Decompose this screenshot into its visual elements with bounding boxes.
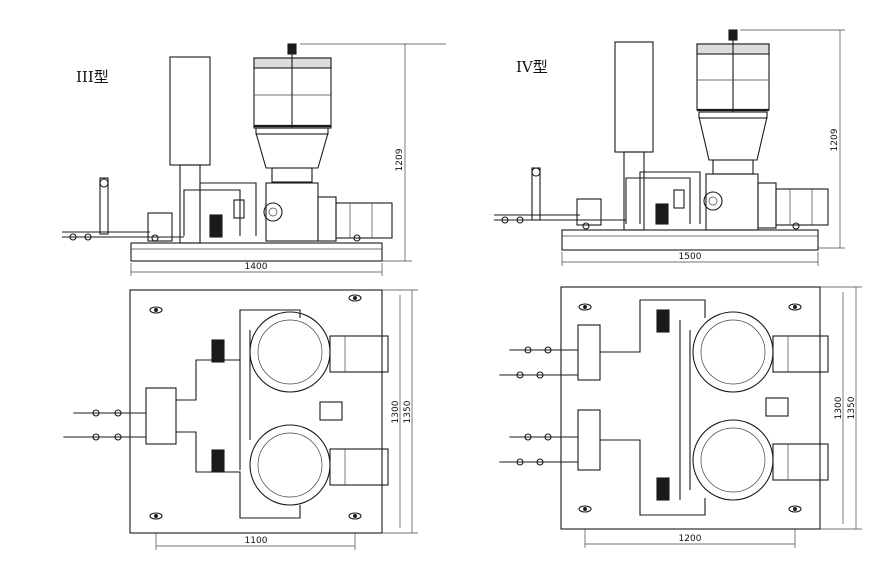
type4-plan-inner-dimension: 1300 (834, 396, 844, 419)
type3-gauge-post (99, 177, 109, 235)
type3-cabinet-stand (179, 164, 201, 244)
type4-title: IV型 (516, 58, 548, 76)
type3-pump-body (265, 182, 319, 242)
type4-motor (775, 188, 829, 226)
type4-elevation-view: IV型 (484, 29, 845, 266)
type4-lower-pump-top (692, 419, 774, 501)
type4-valve (655, 203, 669, 225)
type3-terminal-box (147, 212, 173, 242)
type3-valve (209, 214, 223, 238)
type4-outlet-nozzle (484, 213, 494, 223)
type3-lower-motor (329, 448, 389, 486)
type3-control-cabinet (169, 56, 211, 166)
type4-control-cabinet (614, 41, 654, 153)
type4-base-plate (561, 229, 819, 251)
type4-reservoir-funnel (698, 116, 768, 161)
type3-plan-width-dimension: 1100 (245, 536, 268, 546)
type4-outlet-nozzle-2 (488, 371, 500, 380)
type4-outlet-nozzle-4 (488, 458, 500, 467)
type4-terminal-box (576, 198, 602, 226)
type3-height-dimension: 1209 (395, 148, 405, 171)
type4-outlet-nozzle-3 (498, 433, 510, 442)
type4-height-dimension: 1209 (830, 128, 840, 151)
type3-length-dimension: 1400 (245, 262, 268, 272)
type4-upper-pump-top (692, 311, 774, 393)
type3-title: III型 (76, 68, 109, 86)
type4-upper-manifold (577, 324, 601, 381)
type3-lower-pump-top (249, 424, 331, 506)
type3-upper-valve (211, 339, 225, 363)
type4-pump-body (705, 173, 759, 231)
type4-plan-outer-dimension: 1350 (847, 396, 857, 419)
type3-upper-motor (329, 335, 389, 373)
type3-lower-outlet-nozzle (52, 433, 64, 442)
type3-plan-view: 1300 1350 1100 (52, 289, 418, 550)
type3-upper-outlet-nozzle (62, 409, 74, 418)
type4-lower-manifold (577, 409, 601, 471)
type4-length-dimension: 1500 (679, 252, 702, 262)
type3-elevation-view: III型 (52, 43, 446, 276)
type4-outlet-nozzle-1 (498, 346, 510, 355)
type4-lower-motor (772, 443, 829, 481)
type3-upper-pump-top (249, 311, 331, 393)
type4-cabinet-stand (623, 151, 645, 231)
type3-reservoir-funnel (255, 132, 329, 169)
type3-lower-valve (211, 449, 225, 473)
type4-plan-view: 1300 1350 1200 (488, 286, 862, 548)
type4-upper-motor (772, 335, 829, 373)
type4-plan-width-dimension: 1200 (679, 534, 702, 544)
type3-gearbox (317, 196, 337, 242)
type3-plan-base-plate (129, 289, 383, 534)
type4-lower-valve (656, 477, 670, 501)
type4-gearbox (757, 182, 777, 229)
type4-upper-valve (656, 309, 670, 333)
type3-plan-outer-dimension: 1350 (403, 400, 413, 423)
type3-plan-cabinet (145, 387, 177, 445)
type3-outlet-nozzle (52, 230, 62, 240)
type3-plan-inner-dimension: 1300 (391, 400, 401, 423)
type3-motor (335, 202, 393, 239)
type3-base-plate (130, 242, 383, 262)
type4-plan-base-plate (560, 286, 821, 530)
